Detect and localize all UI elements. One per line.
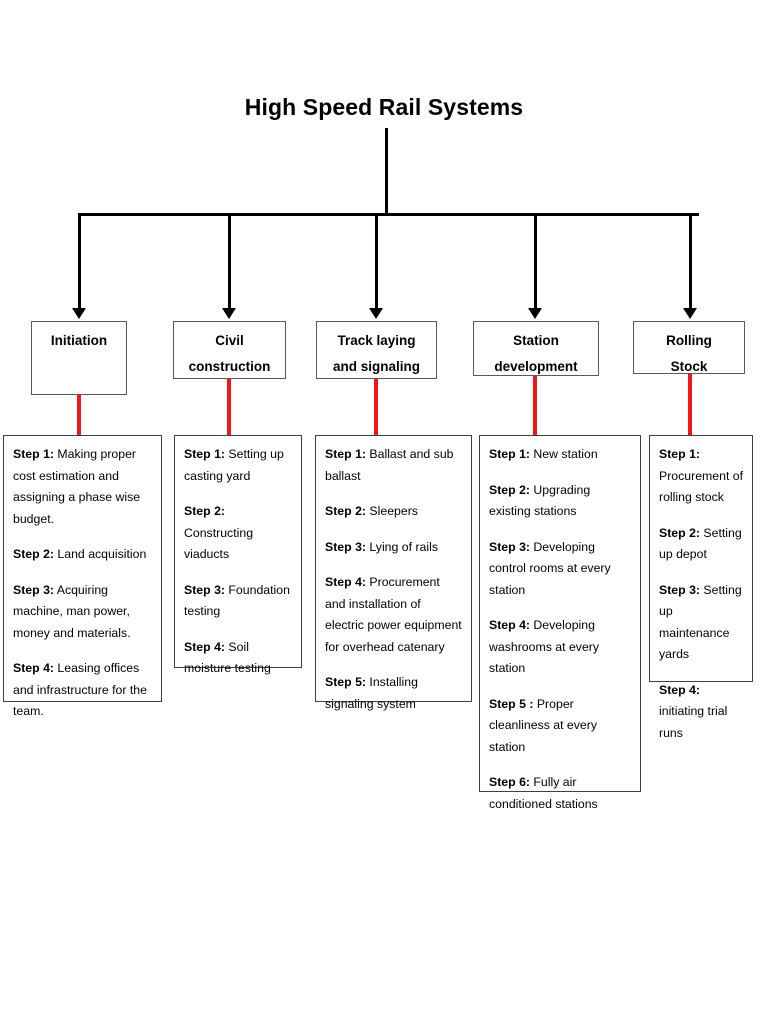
category-label-line: Track laying xyxy=(337,333,416,348)
step-label: Step 4: xyxy=(325,575,366,589)
step-label: Step 4: xyxy=(13,661,54,675)
step-item: Step 2: Upgrading existing stations xyxy=(489,482,591,519)
trunk-horizontal-bus xyxy=(78,213,699,216)
step-item: Step 1: Procurement of rolling stock xyxy=(659,447,744,504)
step-label: Step 3: xyxy=(325,539,366,554)
step-item: Step 1: New station xyxy=(489,447,598,461)
category-label-line: Station xyxy=(513,333,559,348)
branch-drop-line-civil-construction xyxy=(228,216,231,308)
step-item: Step 6: Fully air conditioned stations xyxy=(489,775,598,811)
red-connector-rolling-stock xyxy=(688,374,692,435)
step-label: Step 2: xyxy=(325,504,366,518)
step-item: Step 5 : Proper cleanliness at every sta… xyxy=(489,696,597,754)
step-item: Step 1: Ballast and sub ballast xyxy=(325,447,454,483)
red-connector-initiation xyxy=(77,395,81,435)
step-item: Step 3: Lying of rails xyxy=(325,539,438,554)
branch-arrowhead-track-laying-and-signaling xyxy=(369,308,383,319)
category-label-line: development xyxy=(494,359,578,374)
branch-arrowhead-station-development xyxy=(528,308,542,319)
category-box-station-development[interactable]: Station development xyxy=(473,321,599,376)
step-label: Step 1: xyxy=(325,447,366,461)
step-item: Step 1: Making proper cost estimation an… xyxy=(13,447,141,526)
category-label-line: Stock xyxy=(670,359,708,374)
step-item: Step 2: Setting up depot xyxy=(659,525,742,562)
category-box-track-laying-and-signaling[interactable]: Track laying and signaling xyxy=(316,321,437,379)
step-item: Step 4: initiating trial runs xyxy=(659,682,728,740)
step-label: Step 6: xyxy=(489,775,530,789)
step-item: Step 2: Land acquisition xyxy=(13,547,147,561)
branch-drop-line-track-laying-and-signaling xyxy=(375,216,378,308)
step-item: Step 1: Setting up casting yard xyxy=(184,447,284,483)
category-label-line: construction xyxy=(188,359,271,374)
branch-drop-line-initiation xyxy=(78,216,81,308)
branch-arrowhead-rolling-stock xyxy=(683,308,697,319)
step-item: Step 3: Foundation testing xyxy=(184,582,290,619)
category-label-line: Initiation xyxy=(50,333,108,348)
step-item: Step 3: Setting up maintenance yards xyxy=(659,582,742,662)
step-label: Step 4: xyxy=(184,639,225,654)
step-label: Step 3: xyxy=(659,582,700,597)
step-label: Step 2: xyxy=(184,504,225,518)
step-label: Step 2: xyxy=(489,482,530,497)
category-box-initiation[interactable]: Initiation xyxy=(31,321,127,395)
step-label: Step 3: xyxy=(13,582,54,597)
step-label: Step 1: xyxy=(184,447,225,461)
trunk-vertical-line xyxy=(385,128,388,216)
step-item: Step 3: Developing control rooms at ever… xyxy=(489,539,611,597)
category-box-civil-construction[interactable]: Civil construction xyxy=(173,321,286,379)
red-connector-track-laying-and-signaling xyxy=(374,379,378,435)
step-item: Step 5: Installing signaling system xyxy=(325,675,418,711)
category-label-line: Rolling xyxy=(666,333,712,348)
step-label: Step 2: xyxy=(13,547,54,561)
step-label: Step 5 : xyxy=(489,696,534,711)
branch-drop-line-station-development xyxy=(534,216,537,308)
step-label: Step 3: xyxy=(489,539,530,554)
step-item: Step 4: Leasing offices and infrastructu… xyxy=(13,661,147,718)
step-label: Step 4: xyxy=(659,682,700,697)
step-label: Step 1: xyxy=(13,447,54,461)
step-item: Step 4: Developing washrooms at every st… xyxy=(489,618,600,675)
branch-arrowhead-initiation xyxy=(72,308,86,319)
page-title: High Speed Rail Systems xyxy=(244,94,524,120)
step-item: Step 2: Sleepers xyxy=(325,504,418,518)
step-label: Step 4: xyxy=(489,618,530,632)
step-item: Step 4: Soil moisture testing xyxy=(184,639,271,676)
branch-arrowhead-civil-construction xyxy=(222,308,236,319)
step-item: Step 3: Acquiring machine, man power, mo… xyxy=(13,582,131,640)
category-label-line: Civil xyxy=(215,333,244,348)
red-connector-station-development xyxy=(533,376,537,435)
step-item: Step 4: Procurement and installation of … xyxy=(325,575,462,654)
branch-drop-line-rolling-stock xyxy=(689,216,692,308)
step-label: Step 1: xyxy=(489,447,530,461)
step-label: Step 5: xyxy=(325,675,366,689)
step-item: Step 2: Constructing viaducts xyxy=(184,504,254,561)
steps-box-initiation[interactable]: Step 1: Making proper cost estimation an… xyxy=(3,435,162,718)
category-label-line: and signaling xyxy=(332,359,420,374)
step-label: Step 3: xyxy=(184,582,225,597)
step-label: Step 1: xyxy=(659,447,700,461)
step-label: Step 2: xyxy=(659,525,700,540)
red-connector-civil-construction xyxy=(227,379,231,435)
